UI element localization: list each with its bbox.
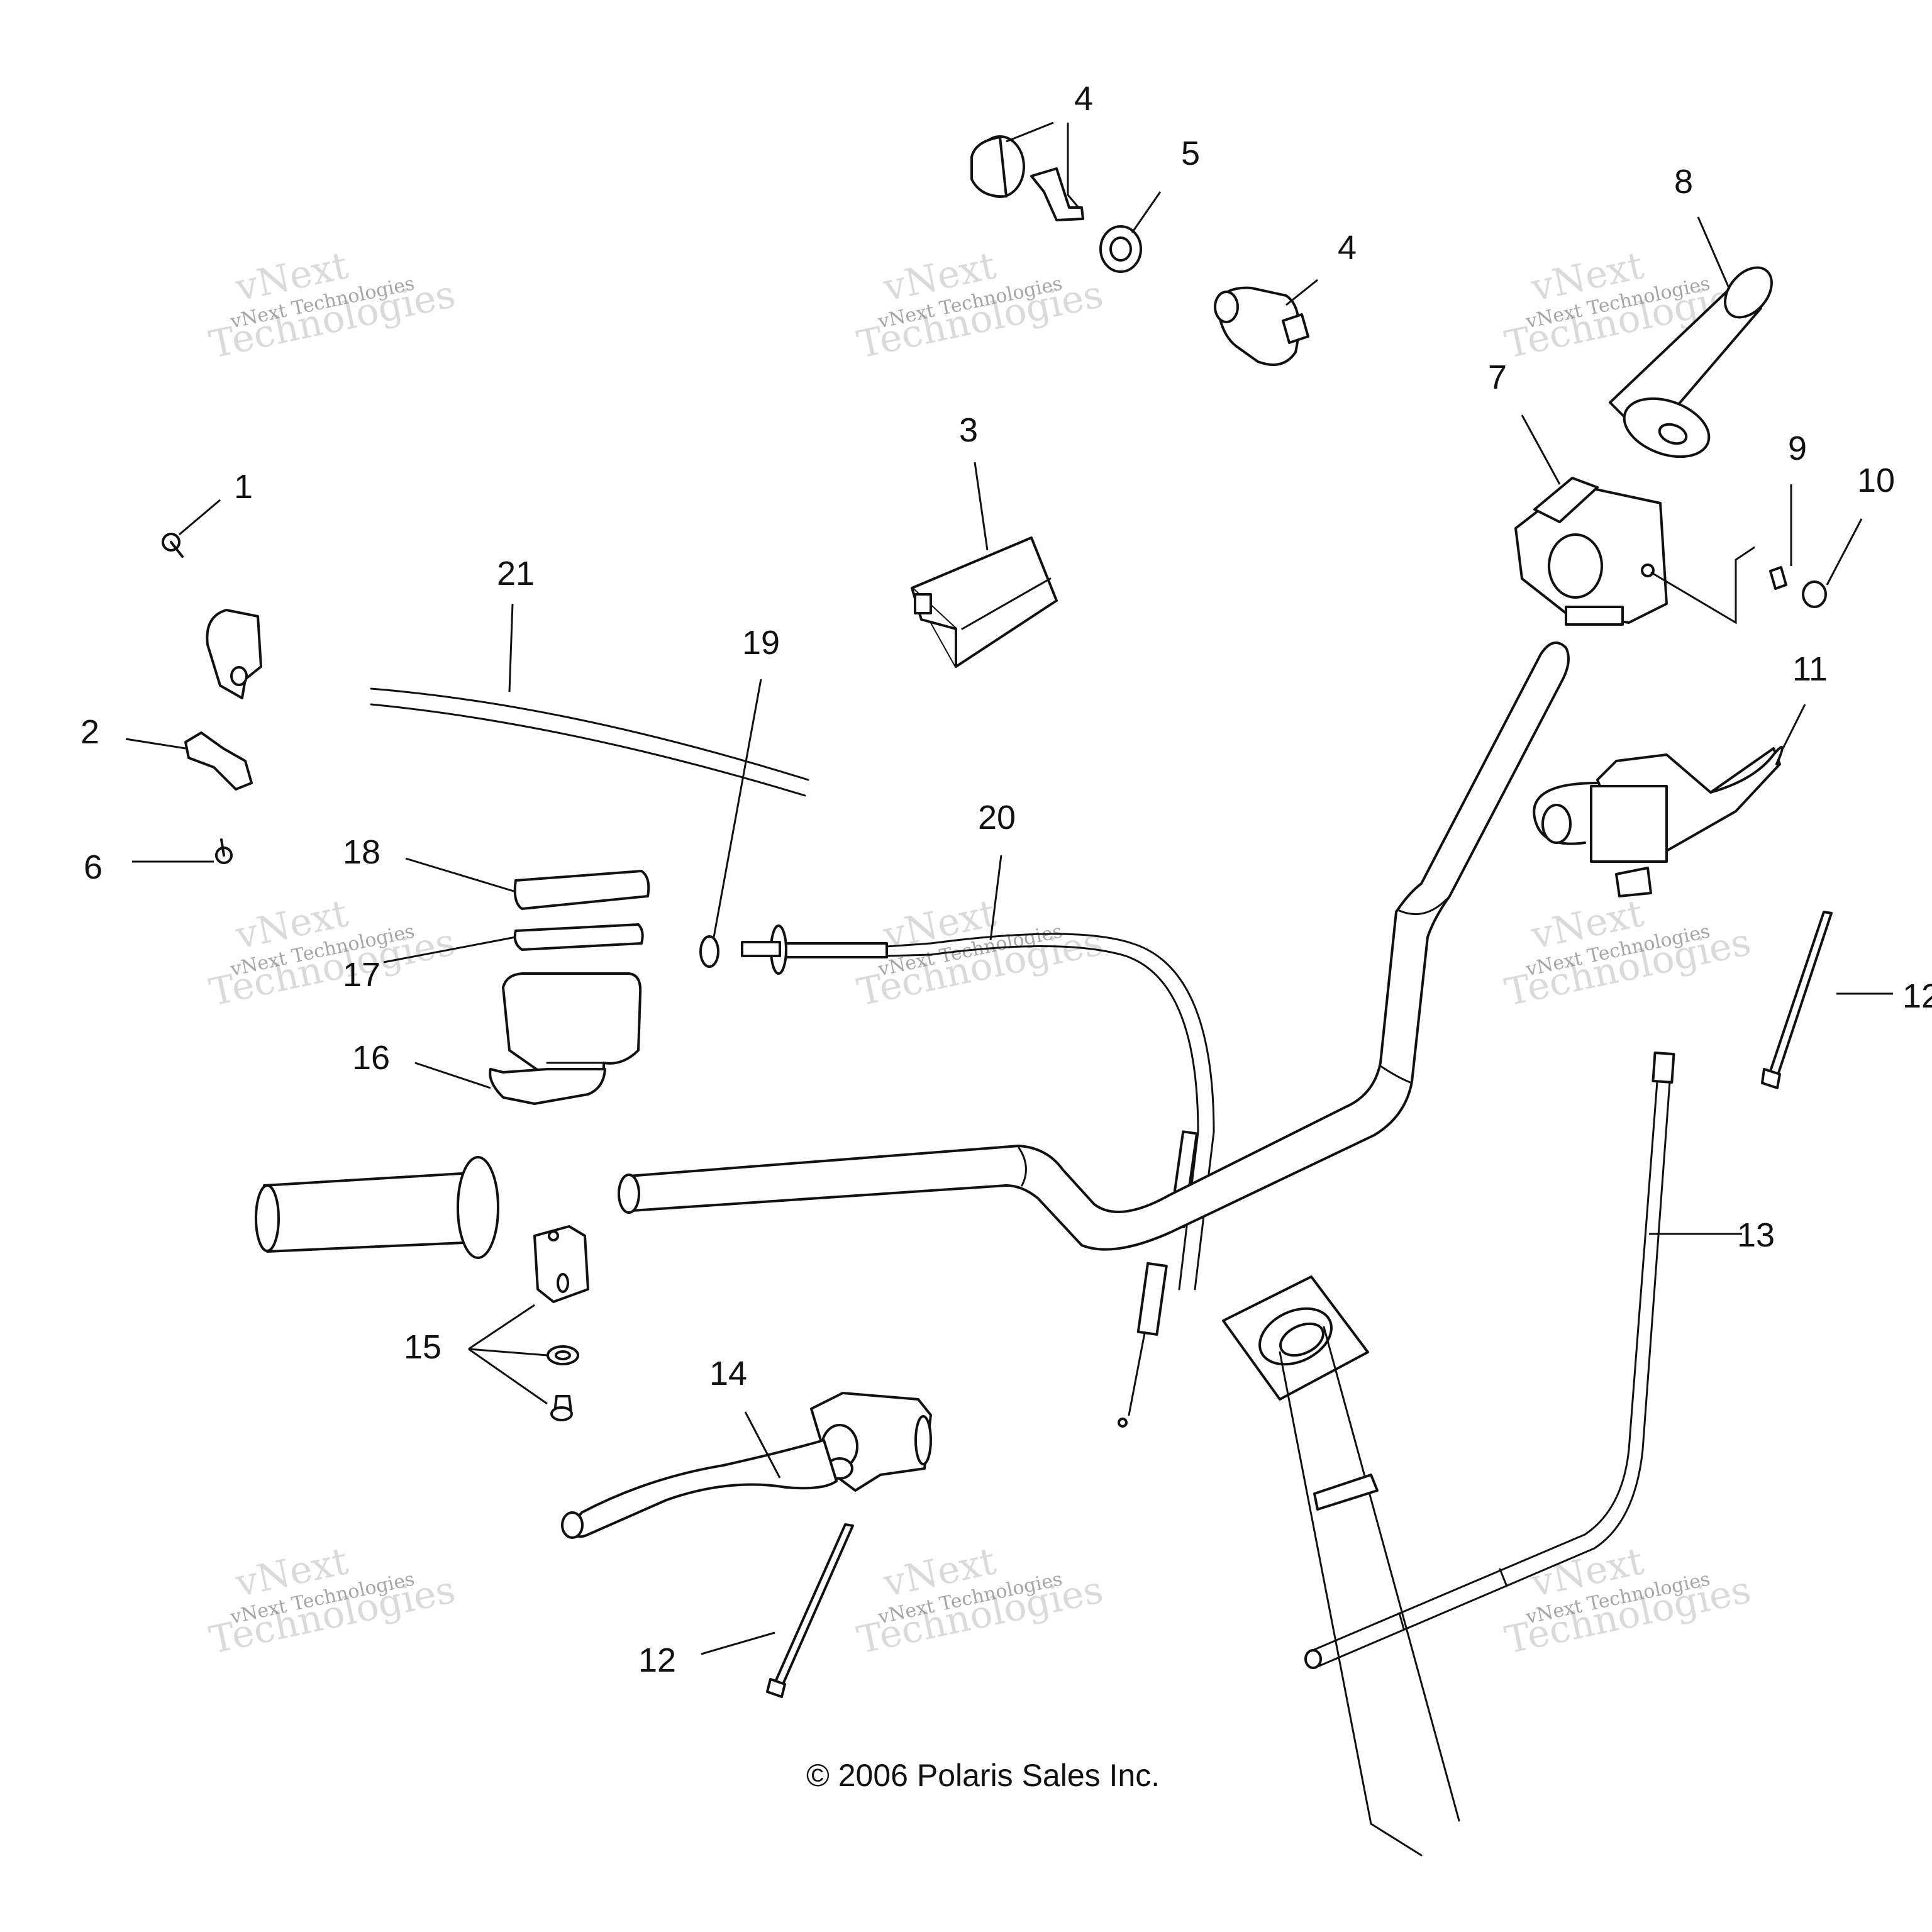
callouts: 4 5 4 8 7 9 10 3 11 12 1 21 19 2 20 6 18… xyxy=(80,80,1932,1679)
part-9-screw xyxy=(1769,566,1787,590)
part-21-cable xyxy=(370,687,809,797)
callout-9: 9 xyxy=(1788,430,1807,467)
watermark: vNext Technologies vNext Technologies xyxy=(1501,1539,1755,1663)
part-4-ignition-switch xyxy=(1214,286,1309,366)
part-17-diaphragm xyxy=(513,923,644,951)
watermark: vNext Technologies vNext Technologies xyxy=(206,891,459,1015)
watermark: vNext Technologies vNext Technologies xyxy=(853,243,1107,367)
callout-12-bottom: 12 xyxy=(638,1641,676,1679)
callout-4-top: 4 xyxy=(1074,80,1093,118)
callout-2: 2 xyxy=(80,713,99,751)
callout-20: 20 xyxy=(978,799,1016,836)
callout-1: 1 xyxy=(234,468,253,506)
leader-lines xyxy=(125,121,1893,1655)
part-11-brake-lever xyxy=(1533,746,1784,897)
part-16-reservoir xyxy=(489,972,642,1105)
callout-15: 15 xyxy=(404,1328,441,1366)
watermark: vNext Technologies vNext Technologies xyxy=(206,1539,459,1663)
part-12-bolt-bottom xyxy=(766,1523,854,1698)
steering-post xyxy=(1222,1275,1460,1857)
part-6-screw xyxy=(215,838,233,864)
callout-21: 21 xyxy=(497,555,535,592)
callout-19: 19 xyxy=(742,624,780,662)
part-15-screw xyxy=(550,1395,573,1421)
part-14-master-cylinder xyxy=(561,1392,932,1539)
callout-13: 13 xyxy=(1737,1216,1775,1254)
copyright-notice: © 2006 Polaris Sales Inc. xyxy=(806,1758,1160,1793)
part-4-ignition-cap xyxy=(970,135,1084,221)
part-left-grip xyxy=(255,1156,499,1259)
callout-3: 3 xyxy=(959,411,978,449)
callout-6: 6 xyxy=(84,848,103,886)
callout-14: 14 xyxy=(709,1355,747,1392)
leader-9-10-zigzag xyxy=(1650,546,1755,625)
handlebar xyxy=(618,641,1570,1251)
callout-17: 17 xyxy=(343,956,380,994)
watermark: vNext Technologies vNext Technologies xyxy=(206,243,459,367)
part-8-right-grip xyxy=(1609,266,1773,458)
part-7-throttle-housing xyxy=(1514,477,1668,626)
callout-4-right: 4 xyxy=(1338,229,1357,267)
callout-16: 16 xyxy=(352,1039,390,1077)
callout-7: 7 xyxy=(1488,358,1507,396)
part-2-clamp-bracket xyxy=(184,731,253,791)
part-18-reservoir-cap xyxy=(513,870,650,910)
part-13-brake-line xyxy=(1304,1052,1675,1669)
part-15-clamp-block xyxy=(533,1225,589,1303)
callout-18: 18 xyxy=(343,833,380,871)
callout-12-right: 12 xyxy=(1902,977,1932,1015)
watermark: vNext Technologies vNext Technologies xyxy=(853,1539,1107,1663)
part-clamp xyxy=(206,609,262,699)
part-15-washer xyxy=(547,1345,579,1365)
callout-5: 5 xyxy=(1181,135,1200,172)
callout-11: 11 xyxy=(1792,650,1828,688)
callout-10: 10 xyxy=(1857,462,1895,499)
callout-8: 8 xyxy=(1674,163,1693,201)
part-3-switch-module xyxy=(911,536,1058,668)
part-5-nut xyxy=(1099,225,1142,273)
part-12-bolt-right xyxy=(1761,911,1833,1089)
watermark: vNext Technologies vNext Technologies xyxy=(1501,891,1755,1015)
part-1-screw xyxy=(162,533,184,558)
part-19-o-ring xyxy=(699,935,719,968)
part-10-cap xyxy=(1802,580,1827,608)
